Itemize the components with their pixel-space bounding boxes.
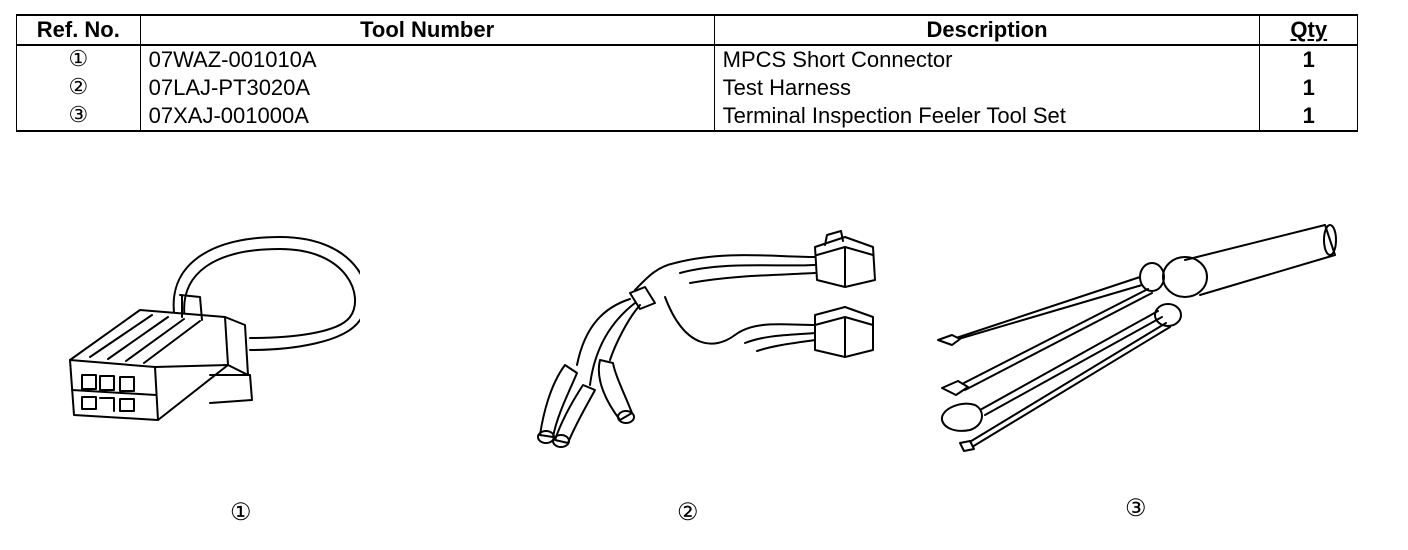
test-harness-icon xyxy=(537,230,876,448)
row-ref: ③ xyxy=(16,102,141,132)
table-row: ② 07LAJ-PT3020A Test Harness 1 xyxy=(16,74,1358,102)
short-connector-icon xyxy=(69,236,360,421)
row-description: Test Harness xyxy=(713,74,1261,102)
special-tools-table: Ref. No. Tool Number Description Qty ① 0… xyxy=(16,14,1358,132)
row-tool-number: 07WAZ-001010A xyxy=(139,45,715,74)
caption-1: ① xyxy=(230,498,252,526)
feeler-tool-set-icon xyxy=(937,224,1337,452)
header-qty: Qty xyxy=(1259,14,1358,46)
row-qty: 1 xyxy=(1259,102,1358,132)
row-description: MPCS Short Connector xyxy=(713,45,1261,74)
row-tool-number: 07LAJ-PT3020A xyxy=(139,74,715,102)
row-qty: 1 xyxy=(1259,45,1358,74)
row-qty: 1 xyxy=(1259,74,1358,102)
row-ref: ② xyxy=(16,74,141,102)
caption-3: ③ xyxy=(1125,494,1147,522)
header-ref-no: Ref. No. xyxy=(16,14,141,46)
header-tool-number: Tool Number xyxy=(139,14,715,46)
row-tool-number: 07XAJ-001000A xyxy=(139,102,715,132)
table-header-row: Ref. No. Tool Number Description Qty xyxy=(16,14,1358,46)
row-description: Terminal Inspection Feeler Tool Set xyxy=(713,102,1261,132)
header-description: Description xyxy=(713,14,1261,46)
row-ref: ① xyxy=(16,45,141,74)
table-row: ① 07WAZ-001010A MPCS Short Connector 1 xyxy=(16,45,1358,74)
table-row: ③ 07XAJ-001000A Terminal Inspection Feel… xyxy=(16,102,1358,132)
caption-2: ② xyxy=(677,498,699,526)
